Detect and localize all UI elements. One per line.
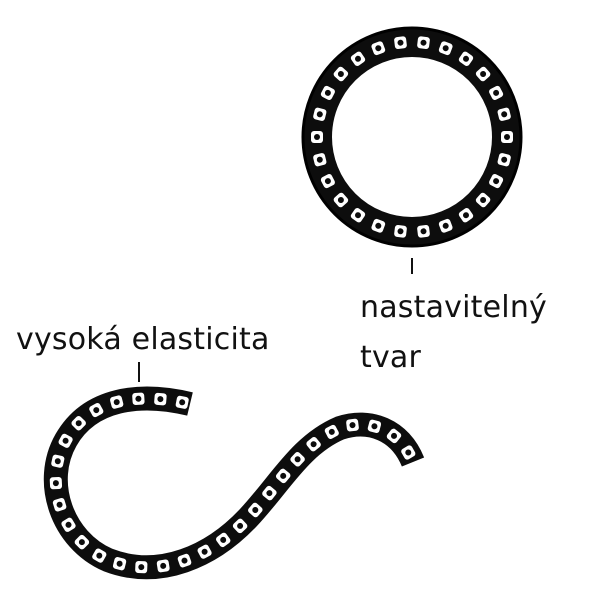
wave-hole: [290, 452, 305, 467]
wave-hole: [51, 454, 65, 468]
wave-hole: [216, 532, 231, 548]
ring-hole: [475, 192, 491, 208]
wave-hole: [346, 418, 359, 432]
wave-hole: [156, 559, 170, 573]
ring-hole: [333, 192, 349, 208]
ring-hole: [417, 36, 430, 50]
ring-hole: [394, 224, 407, 238]
ring-hole: [497, 153, 511, 167]
ring-hole: [475, 66, 491, 82]
wave-hole: [135, 560, 148, 574]
wave-hole: [49, 476, 63, 490]
ring-hole: [313, 153, 327, 167]
ring-hole: [371, 41, 386, 56]
wave-holes: [49, 392, 416, 574]
wave-hole: [262, 485, 277, 501]
wave-hole: [92, 548, 107, 563]
ring-hole: [417, 224, 430, 238]
wave-hole: [248, 502, 263, 518]
ring-hole: [489, 174, 504, 189]
wave-hole: [175, 395, 189, 409]
ring-holes: [311, 36, 513, 238]
wave-hole: [52, 497, 67, 512]
ring-hole: [333, 66, 349, 82]
adjustable-shape-label-line2: tvar: [360, 340, 422, 375]
edging-strip-wave-icon: [43, 386, 425, 580]
wave-hole: [306, 436, 321, 452]
adjustable-shape-label-line1: nastavitelný: [360, 290, 547, 325]
ring-hole: [501, 131, 513, 143]
wave-hole: [89, 403, 104, 418]
ring-hole: [489, 85, 504, 100]
ring-hole: [313, 107, 327, 121]
wave-hole: [401, 445, 416, 460]
wave-hole: [61, 517, 76, 532]
wave-hole: [58, 433, 73, 448]
wave-hole: [324, 424, 339, 439]
wave-hole: [275, 468, 291, 484]
wave-hole: [110, 395, 124, 409]
ring-hole: [320, 85, 335, 100]
wave-hole: [177, 553, 192, 568]
ring-hole: [394, 36, 407, 50]
ring-hole: [438, 218, 453, 233]
wave-hole: [232, 518, 248, 534]
ring-hole: [350, 51, 366, 66]
ring-hole: [371, 218, 386, 233]
ring-hole: [350, 208, 366, 223]
wave-hole: [71, 415, 86, 431]
ring-hole: [320, 174, 335, 189]
ring-hole: [311, 131, 323, 143]
ring-hole: [458, 208, 474, 223]
elasticity-label: vysoká elasticita: [16, 322, 270, 357]
ring-hole: [458, 51, 474, 66]
wave-hole: [386, 428, 402, 444]
wave-hole: [154, 392, 167, 406]
edging-strip-ring-icon: [301, 26, 523, 248]
wave-hole: [74, 534, 90, 550]
wave-band: [43, 386, 425, 580]
wave-hole: [197, 544, 212, 559]
ring-hole: [438, 41, 453, 56]
wave-hole: [367, 419, 382, 433]
ring-hole: [497, 107, 511, 121]
wave-hole: [132, 392, 145, 405]
wave-hole: [112, 557, 127, 571]
ring-outer-edge: [301, 26, 523, 248]
